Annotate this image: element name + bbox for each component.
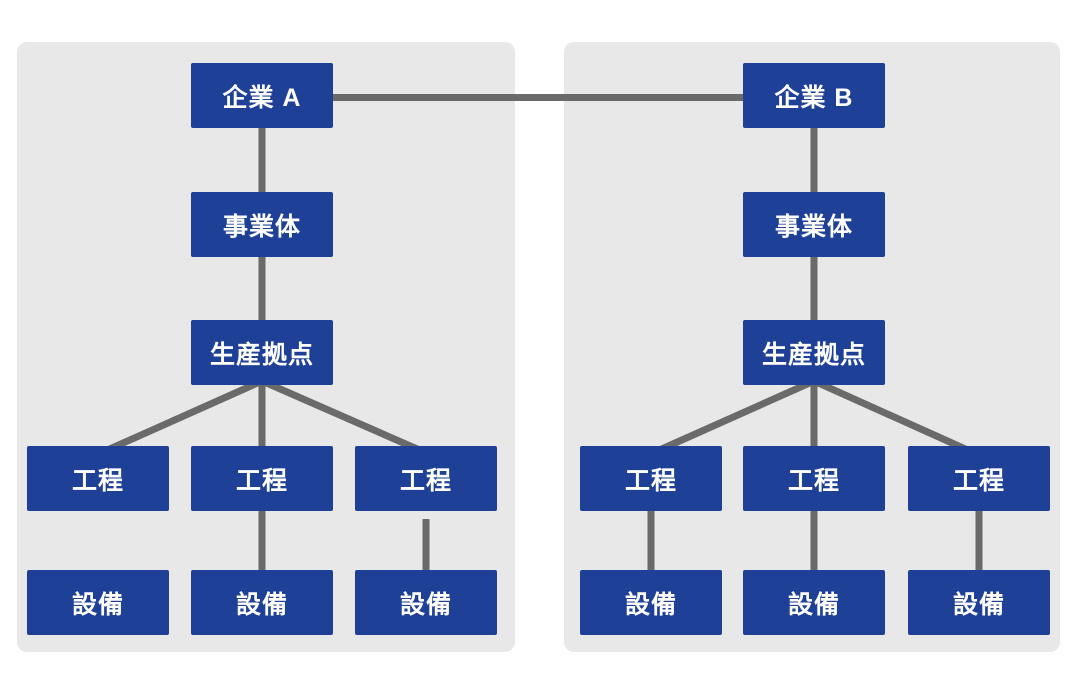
node-equipment-b2: 設備: [743, 570, 885, 635]
node-business-entity-b: 事業体: [743, 192, 885, 257]
node-equipment-b3: 設備: [908, 570, 1050, 635]
node-process-b2: 工程: [743, 446, 885, 511]
node-process-a1: 工程: [27, 446, 169, 511]
node-production-site-b: 生産拠点: [743, 320, 885, 385]
node-process-a2: 工程: [191, 446, 333, 511]
link-b-production-process3: [812, 377, 974, 456]
node-production-site-a: 生産拠点: [191, 320, 333, 385]
node-business-entity-a: 事業体: [191, 192, 333, 257]
node-equipment-a2: 設備: [191, 570, 333, 635]
link-a-production-process3: [260, 377, 426, 456]
node-company-a: 企業 A: [191, 63, 333, 128]
node-process-b3: 工程: [908, 446, 1050, 511]
node-company-b: 企業 B: [743, 63, 885, 128]
node-process-b1: 工程: [580, 446, 722, 511]
link-a-production-process1: [101, 377, 264, 456]
node-process-a3: 工程: [355, 446, 497, 511]
node-equipment-b1: 設備: [580, 570, 722, 635]
node-equipment-a3: 設備: [355, 570, 497, 635]
link-b-production-process1: [653, 377, 816, 456]
node-equipment-a1: 設備: [27, 570, 169, 635]
